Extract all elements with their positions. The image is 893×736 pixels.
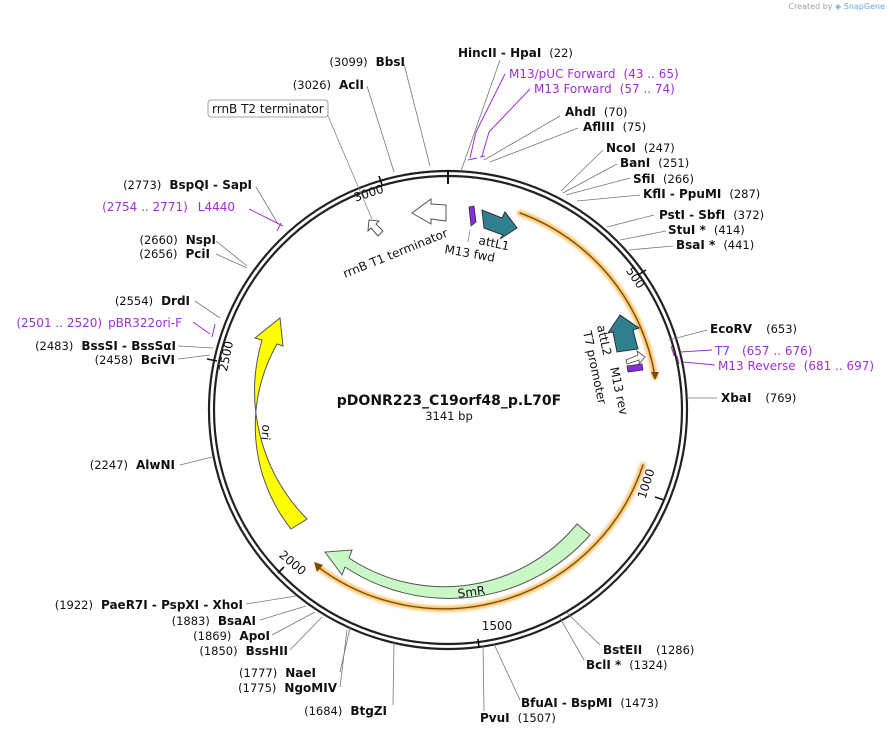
enzyme-stui: StuI *(414) [668,223,745,237]
tick-label-2500: 2500 [216,340,236,373]
primer-m13-reverse: M13 Reverse(681 .. 697) [718,359,874,373]
tick-label-500: 500 [623,264,647,291]
enzyme-pvui: PvuI(1507) [480,711,556,725]
tick-1500 [477,638,480,649]
enzyme-apoi: (1869)ApoI [193,629,270,643]
plasmid-name: pDONR223_C19orf48_p.L70F [337,393,561,409]
attl1-label: attL1 [477,233,510,253]
primer-l4440: (2754 .. 2771)L4440 [102,200,235,214]
ori-feature [253,317,308,530]
orange-highlight-arcs [314,210,659,612]
enzyme-labels: HincII - HpaI(22) AhdI(70) AflIII(75) Nc… [35,46,797,725]
primer-labels: M13/pUC Forward(43 .. 65) M13 Forward(57… [16,67,874,373]
enzyme-xbai: XbaI(769) [721,391,796,405]
rrnb-t1-label: rrnB T1 terminator [341,226,450,281]
attl2-feature [606,314,641,353]
enzyme-sfii: SfiI(266) [633,172,694,186]
enzyme-ncoi: NcoI(247) [606,141,675,155]
enzyme-btgzi: (1684)BtgZI [304,704,387,718]
enzyme-bcivi: (2458)BciVI [95,353,175,367]
rrnb-t2-feature [367,219,384,237]
smr-feature [324,523,591,599]
enzyme-drdi: (2554)DrdI [115,294,190,308]
enzyme-naei: (1777)NaeI [239,666,316,680]
enzyme-ecorv: EcoRV(653) [710,322,797,336]
enzyme-hincii: HincII - HpaI(22) [458,46,573,60]
enzyme-bsssi: (2483)BssSI - BssSαI [35,339,176,353]
enzyme-afliii: AflIII(75) [583,120,646,134]
enzyme-pcii: (2656)PciI [139,247,210,261]
t7-promoter-feature [625,349,646,366]
primer-pbr322ori-f: (2501 .. 2520)pBR322ori-F [16,316,182,330]
credit-prefix: Created by [788,2,833,11]
smr-label: SmR [457,583,486,601]
tick-2000 [277,566,285,574]
tick-2500 [206,358,218,362]
tick-500 [637,269,647,276]
primer-t7: T7(657 .. 676) [714,344,812,358]
enzyme-bsaai: (1883)BsaAI [172,614,256,628]
enzyme-bcli: BclI *(1324) [586,658,668,672]
enzyme-bsteii: BstEII(1286) [603,643,694,657]
credit-brand: SnapGene [843,2,885,11]
enzyme-leaders [177,59,717,712]
enzyme-bsai: BsaI *(441) [676,238,754,252]
enzyme-kfli: KflI - PpuMI(287) [643,187,760,201]
attl1-feature [481,209,518,240]
primer-m13-puc-forward: M13/pUC Forward(43 .. 65) [509,67,679,81]
enzyme-psti: PstI - SbfI(372) [659,208,764,222]
enzyme-bani: BanI(251) [620,156,689,170]
rrnb-t2-label-box [207,99,329,118]
enzyme-nspi: (2660)NspI [140,233,217,247]
rrnb-t1-feature [411,198,447,225]
plasmid-size: 3141 bp [425,409,473,423]
tick-3000 [378,175,383,186]
enzyme-acli: (3026)AclI [293,78,364,92]
enzyme-alwni: (2247)AlwNI [90,458,175,472]
m13-fwd-feature [468,205,477,227]
m13-rev-feature [626,363,644,373]
enzyme-ngomiv: (1775)NgoMIV [238,681,338,695]
tick-1000 [654,496,665,501]
enzyme-paer7i: (1922)PaeR7I - PspXI - XhoI [55,598,243,612]
snapgene-credit: Created by ◈ SnapGene [788,2,885,11]
tick-label-1500: 1500 [482,619,513,633]
enzyme-bfuai: BfuAI - BspMI(1473) [521,696,659,710]
attl2-label: attL2 [594,324,614,357]
primer-m13-forward: M13 Forward(57 .. 74) [534,82,675,96]
tick-label-3000: 3000 [352,182,385,205]
enzyme-bspqi: (2773)BspQI - SapI [123,178,252,192]
enzyme-bbsi: (3099)BbsI [329,55,405,69]
enzyme-bsshii: (1850)BssHII [199,644,288,658]
rrnb-t2-label: rrnB T2 terminator [212,102,324,116]
enzyme-ahdi: AhdI(70) [565,105,628,119]
m13-rev-label: M13 rev [607,366,631,416]
ori-label: ori [258,424,273,441]
snapgene-logo-icon: ◈ [835,2,842,11]
primer-leaders [192,73,716,366]
